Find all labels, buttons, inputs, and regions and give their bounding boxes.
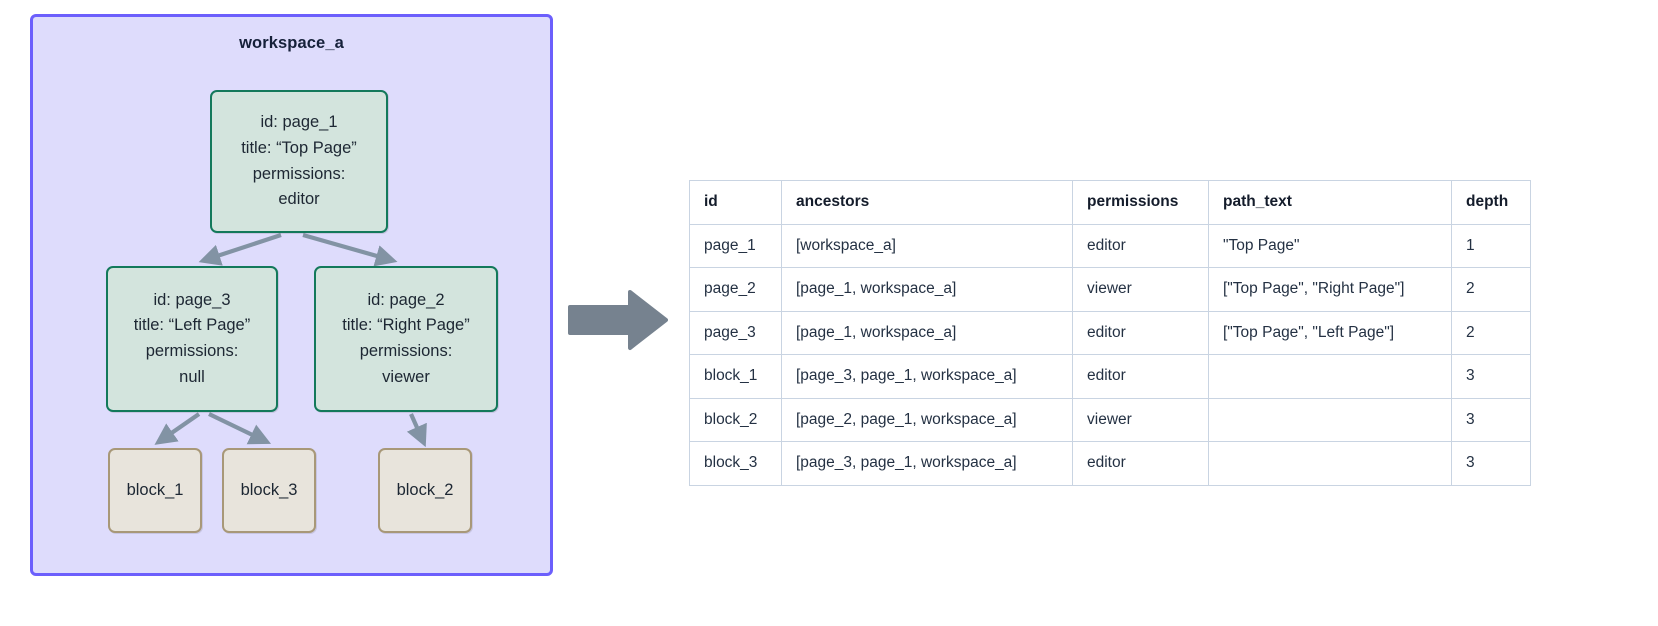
edge-page1-page3 [198,233,282,266]
table-row: page_2 [page_1, workspace_a] viewer ["To… [689,267,1531,312]
cell-ancestors: [page_2, page_1, workspace_a] [781,397,1073,442]
cell-depth: 3 [1451,441,1531,486]
edge-page1-page2 [302,232,398,267]
cell-id: block_1 [689,354,782,399]
cell-permissions: editor [1072,441,1209,486]
node-page-3-permissions-label: permissions: [145,342,239,360]
cell-ancestors: [page_3, page_1, workspace_a] [781,441,1073,486]
node-block-3-label: block_3 [240,481,298,499]
result-table: id ancestors permissions path_text depth… [689,180,1531,486]
cell-id: page_2 [689,267,782,312]
workspace-container: workspace_a id: page_1 title: “Top Page”… [30,14,553,576]
column-header-depth: depth [1451,180,1531,225]
cell-id: block_3 [689,441,782,486]
node-page-3-title: title: “Left Page” [133,316,251,335]
cell-permissions: viewer [1072,397,1209,442]
node-block-2[interactable]: block_2 [378,448,472,533]
edge-page2-block2 [406,413,427,448]
column-header-path-text: path_text [1208,180,1452,225]
cell-depth: 1 [1451,223,1531,268]
cell-permissions: editor [1072,223,1209,268]
cell-path-text [1208,397,1452,442]
cell-path-text: "Top Page" [1208,223,1452,268]
table-row: block_1 [page_3, page_1, workspace_a] ed… [689,354,1531,399]
node-page-2-permissions-label: permissions: [359,342,453,360]
node-page-2-title: title: “Right Page” [342,316,470,335]
cell-ancestors: [page_3, page_1, workspace_a] [781,354,1073,399]
table-row: page_3 [page_1, workspace_a] editor ["To… [689,310,1531,355]
column-header-id: id [689,180,782,225]
node-page-3-id: id: page_3 [153,290,231,309]
cell-permissions: editor [1072,310,1209,355]
node-block-2-label: block_2 [396,481,454,499]
workspace-title: workspace_a [239,34,344,52]
node-page-1-permissions-value: editor [278,190,320,209]
result-table-container: id ancestors permissions path_text depth… [689,180,1531,486]
cell-permissions: editor [1072,354,1209,399]
table-row: block_2 [page_2, page_1, workspace_a] vi… [689,397,1531,442]
cell-ancestors: [page_1, workspace_a] [781,267,1073,312]
cell-permissions: viewer [1072,267,1209,312]
cell-path-text: ["Top Page", "Right Page"] [1208,267,1452,312]
node-block-1-label: block_1 [126,481,184,499]
node-page-1[interactable]: id: page_1 title: “Top Page” permissions… [210,90,388,233]
node-page-2-id: id: page_2 [367,290,445,309]
cell-ancestors: [page_1, workspace_a] [781,310,1073,355]
table-header-row: id ancestors permissions path_text depth [689,180,1531,225]
cell-depth: 2 [1451,310,1531,355]
node-page-1-id: id: page_1 [260,113,338,132]
node-page-1-permissions-label: permissions: [252,164,346,183]
column-header-permissions: permissions [1072,180,1209,225]
cell-path-text [1208,354,1452,399]
cell-id: block_2 [689,397,782,442]
node-block-3[interactable]: block_3 [222,448,316,533]
table-row: block_3 [page_3, page_1, workspace_a] ed… [689,441,1531,486]
cell-depth: 3 [1451,397,1531,442]
cell-id: page_3 [689,310,782,355]
node-page-1-title: title: “Top Page” [241,138,357,157]
node-page-3-permissions-value: null [179,367,205,386]
node-page-3[interactable]: id: page_3 title: “Left Page” permission… [106,266,278,412]
node-block-1[interactable]: block_1 [108,448,202,533]
cell-path-text [1208,441,1452,486]
edge-page3-block3 [208,412,272,445]
cell-depth: 2 [1451,267,1531,312]
transition-arrow-icon [568,290,668,350]
cell-id: page_1 [689,223,782,268]
node-page-2[interactable]: id: page_2 title: “Right Page” permissio… [314,266,498,412]
node-page-2-permissions-value: viewer [382,367,430,386]
cell-ancestors: [workspace_a] [781,223,1073,268]
column-header-ancestors: ancestors [781,180,1073,225]
table-row: page_1 [workspace_a] editor "Top Page" 1 [689,223,1531,268]
cell-path-text: ["Top Page", "Left Page"] [1208,310,1452,355]
cell-depth: 3 [1451,354,1531,399]
edge-page3-block1 [154,412,201,445]
